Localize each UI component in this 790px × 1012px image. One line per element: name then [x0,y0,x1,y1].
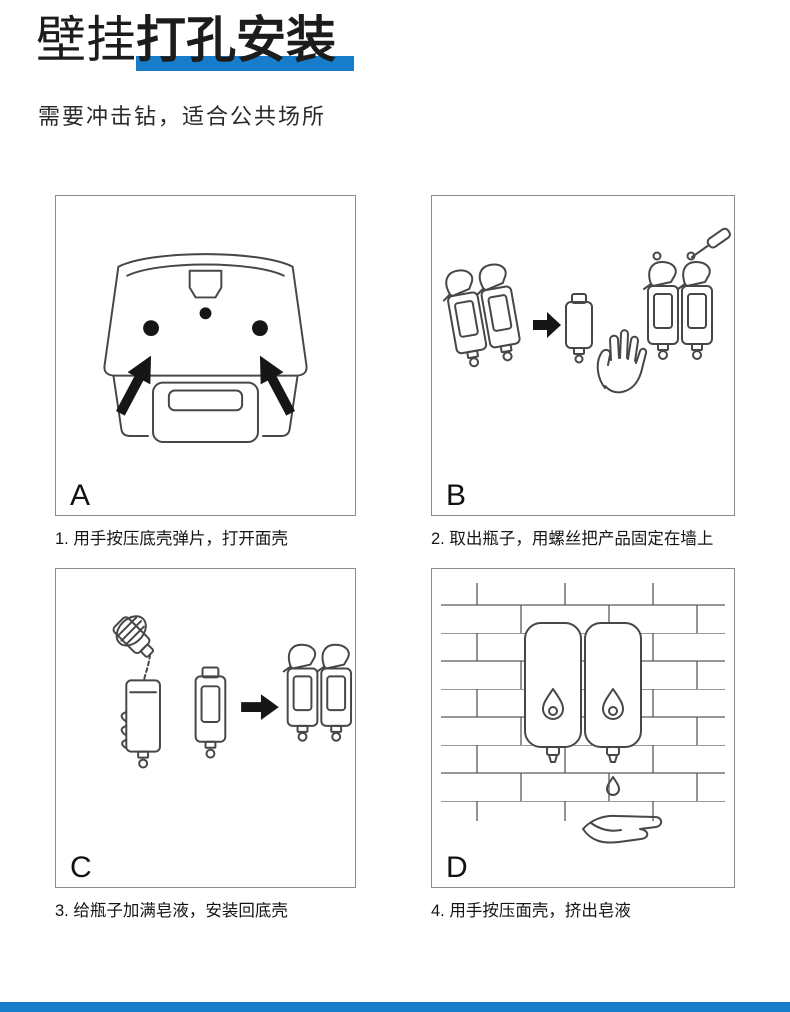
screwdriver-icon [691,227,731,258]
hand-icon [596,329,648,394]
panel-d-caption: 4. 用手按压面壳，挤出皂液 [431,902,631,920]
panel-d-label: D [446,851,468,884]
press-arrow-right-icon [259,355,296,416]
removed-bottle [565,293,593,364]
filling-bottle [120,679,161,769]
snap-point-right [252,320,268,337]
dispenser-front-outline [103,253,308,443]
panel-a-box: A [55,195,356,516]
panel-c-label: C [70,851,92,884]
title-bold-part: 打孔安装 [136,12,336,68]
screw-to-wall-illustration [438,227,731,394]
latch-dot [199,307,212,320]
soap-drop-icon [606,776,620,796]
soap-stream [143,653,152,681]
footer-accent-bar [0,1002,790,1012]
assembled-pair [282,643,353,742]
panel-a-caption: 1. 用手按压底壳弹片，打开面壳 [55,530,288,548]
panel-b: B 2. 取出瓶子，用螺丝把产品固定在墙上 [431,195,735,549]
press-dispense-illustration [441,583,725,844]
page-header: 壁挂打孔安装 [36,10,354,71]
wall-dispenser-left [524,622,582,763]
panel-b-label: B [446,479,467,512]
capped-bottle [194,666,227,759]
page-title: 壁挂打孔安装 [36,10,336,70]
receiving-hand-icon [582,814,663,844]
page-subtitle: 需要冲击钻，适合公共场所 [38,104,327,129]
title-regular-part: 壁挂 [36,12,136,68]
panel-c: C 3. 给瓶子加满皂液，安装回底壳 [55,568,356,921]
pouring-hand-icon [115,615,147,647]
panel-d-box: D [431,568,735,888]
panel-b-box: B [431,195,735,516]
panel-c-caption: 3. 给瓶子加满皂液，安装回底壳 [55,902,288,920]
panel-a: A 1. 用手按压底壳弹片，打开面壳 [55,195,356,549]
panel-c-box: C [55,568,356,888]
panel-a-label: A [70,479,91,512]
wall-mounted-pair [643,251,713,360]
wall-dispenser-right [584,622,642,763]
panel-d: D 4. 用手按压面壳，挤出皂液 [431,568,735,921]
snap-point-left [143,320,159,337]
step-arrow-icon [241,694,279,720]
dispenser-pair [438,261,525,371]
panel-b-caption: 2. 取出瓶子，用螺丝把产品固定在墙上 [431,530,714,548]
open-cover-illustration [103,253,308,443]
refill-soap-illustration [112,615,353,769]
title-underline-bar [136,56,354,71]
press-arrow-left-icon [115,355,152,416]
brick-wall [441,583,725,821]
step-arrow-icon [533,312,561,338]
